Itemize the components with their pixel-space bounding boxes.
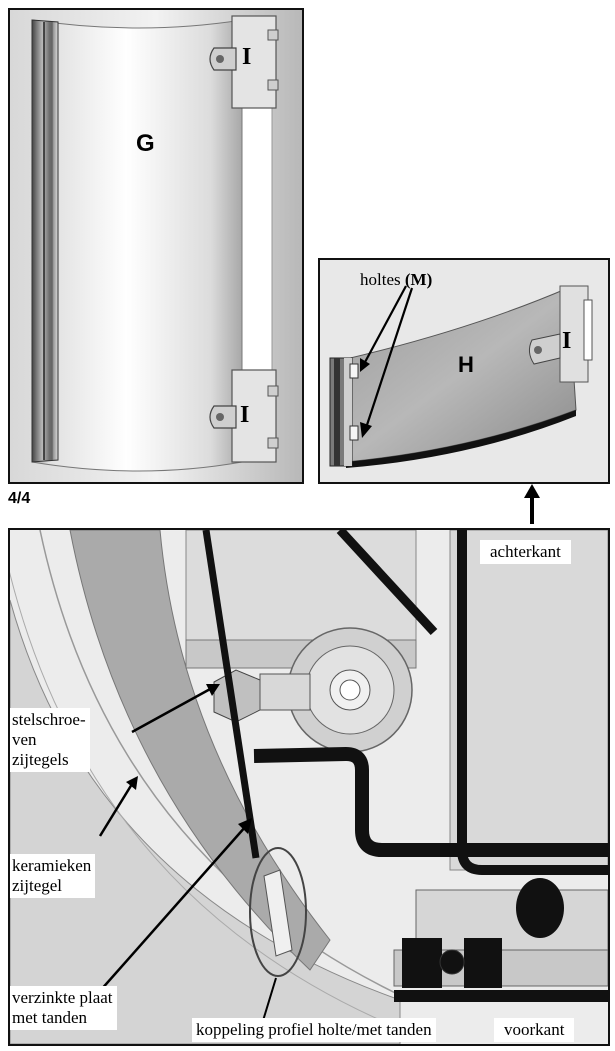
label-plate-line2: met tanden	[12, 1008, 88, 1027]
step-label: 4/4	[8, 490, 31, 507]
panel-detail: achterkant stelschroe- ven zijtegels ker…	[8, 528, 610, 1046]
hinge-letter-bottom: I	[240, 402, 250, 428]
panel-detail-drawing	[10, 530, 608, 1044]
label-ceramic-line2: zijtegel	[12, 876, 63, 895]
hinge-top	[209, 15, 279, 109]
part-letter-g: G	[136, 130, 155, 157]
hinge-letter-top: I	[242, 44, 252, 70]
label-front: voorkant	[494, 1018, 575, 1042]
panel-h-drawing	[329, 285, 593, 468]
label-ceramic-line1: keramieken	[12, 856, 92, 875]
hinge-letter-h: I	[562, 328, 572, 354]
label-screws-line1: stelschroe-	[12, 710, 86, 729]
panel-g-drawing	[10, 10, 302, 482]
label-back: achterkant	[480, 540, 571, 564]
callout-holtes-ref: (M)	[404, 270, 433, 289]
panel-h: holtes (M) H I	[318, 258, 610, 484]
callout-holtes-text: holtes	[360, 270, 401, 289]
label-coupling: koppeling profiel holte/met tanden	[192, 1018, 436, 1042]
hinge-bottom	[209, 369, 279, 463]
callout-holtes: holtes (M)	[360, 270, 432, 290]
label-plate: verzinkte plaat met tanden	[10, 986, 117, 1030]
label-ceramic: keramieken zijtegel	[10, 854, 96, 898]
label-plate-line1: verzinkte plaat	[12, 988, 113, 1007]
label-screws-line2: ven	[12, 730, 37, 749]
label-screws-line3: zijtegels	[12, 750, 69, 769]
part-letter-h: H	[458, 352, 474, 377]
label-screws: stelschroe- ven zijtegels	[10, 708, 90, 772]
panel-g: G I I	[8, 8, 304, 484]
